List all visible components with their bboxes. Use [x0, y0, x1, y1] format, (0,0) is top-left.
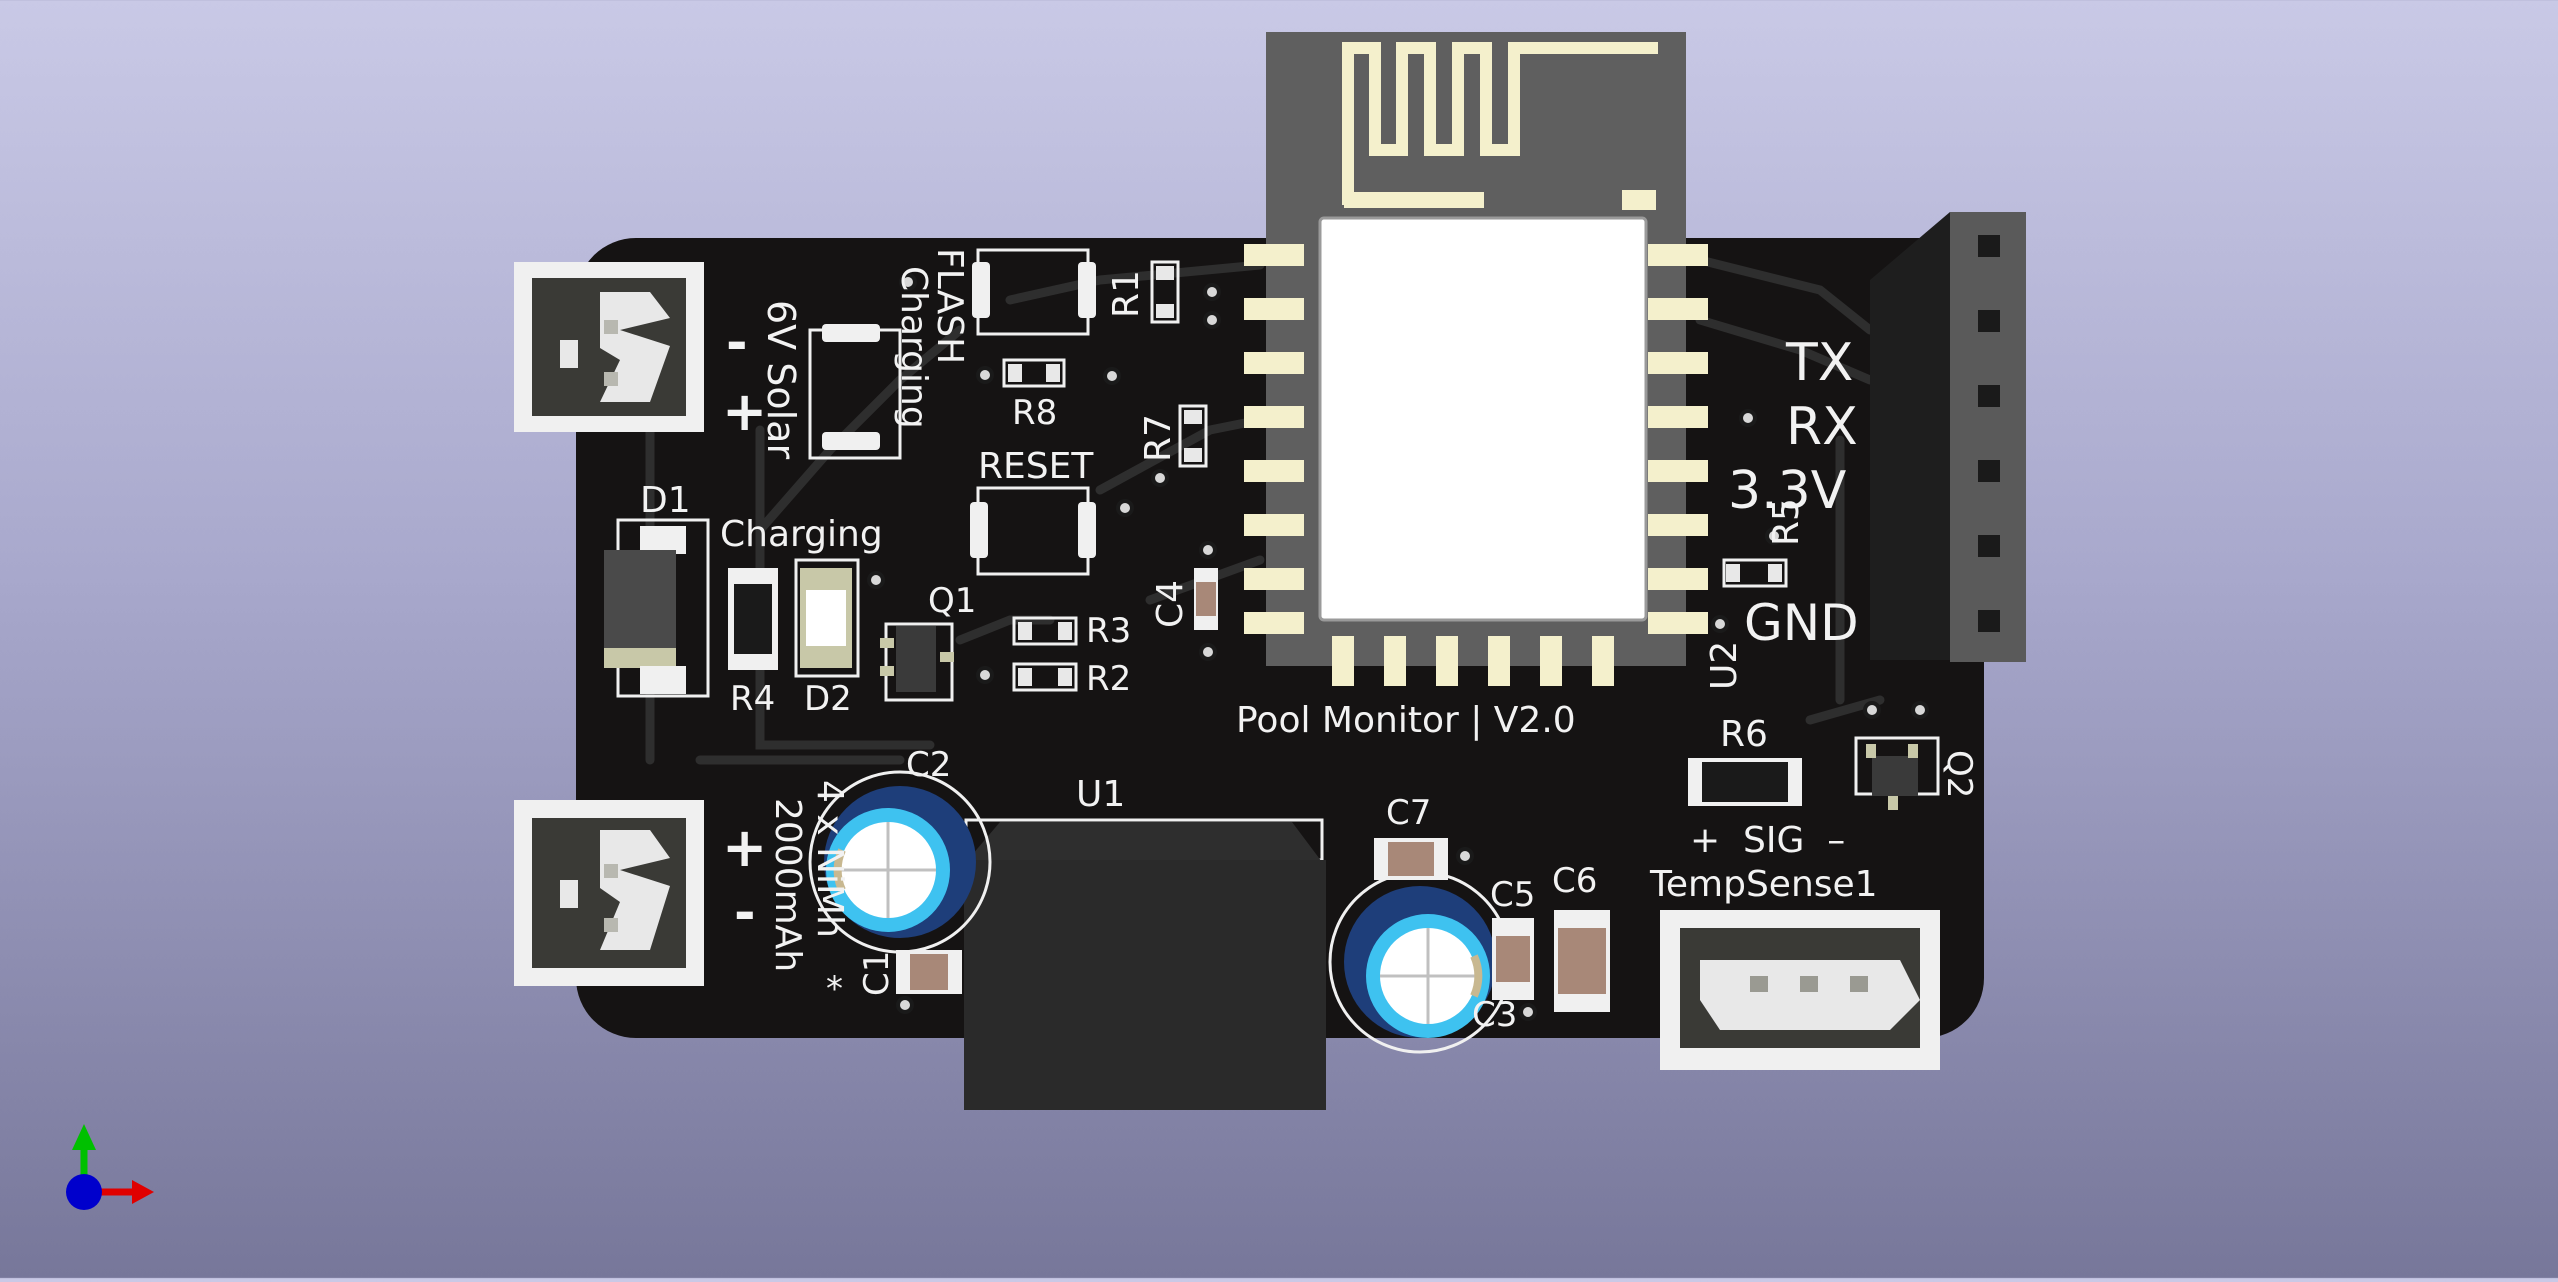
- r7-label: R7: [1138, 414, 1179, 462]
- c3-capacitor: [1328, 870, 1512, 1054]
- sig-row-label: + SIG –: [1690, 820, 1845, 861]
- c7-label: C7: [1386, 793, 1431, 833]
- c2-label: C2: [906, 745, 951, 785]
- esp-module: [1244, 32, 1708, 686]
- c5-capacitor: [1492, 918, 1534, 1000]
- r4-resistor: [728, 568, 778, 670]
- c7-capacitor: [1374, 838, 1448, 880]
- charging-vertical-label: Charging: [893, 266, 934, 429]
- battery-minus-label: -: [734, 883, 756, 943]
- module-left-pads: [1244, 244, 1304, 634]
- c2-capacitor: [808, 770, 992, 954]
- q1-transistor: [880, 622, 954, 702]
- d1-label: D1: [640, 480, 691, 521]
- y-axis-arrow-icon: [72, 1124, 96, 1150]
- r8-label: R8: [1012, 393, 1057, 433]
- flash-label: FLASH: [929, 248, 970, 364]
- r5-resistor: [1722, 558, 1788, 588]
- u1-label: U1: [1076, 774, 1125, 815]
- charging-led-top: [808, 324, 902, 460]
- r8-resistor: [1002, 358, 1066, 388]
- r6-resistor: [1688, 758, 1802, 806]
- c1-label: C1: [857, 951, 897, 996]
- battery-line2-label: 2000mAh: [767, 798, 808, 972]
- vias: [867, 273, 1929, 1021]
- r4-label: R4: [730, 679, 775, 719]
- silkscreen-labels: - + 6V Solar Charging FLASH R1 R8 R7 RES…: [640, 248, 1979, 1035]
- r7-resistor: [1178, 404, 1208, 468]
- r3-resistor: [1012, 616, 1078, 646]
- solar-plus-label: +: [722, 380, 767, 443]
- q2-transistor: [1854, 736, 1940, 810]
- q2-label: Q2: [1939, 750, 1979, 798]
- pin-header-j: [1870, 212, 2026, 662]
- d2-led: [794, 558, 860, 678]
- c6-label: C6: [1552, 861, 1597, 901]
- c3-label: C3: [1472, 995, 1517, 1035]
- c5-label: C5: [1490, 875, 1535, 915]
- x-axis-arrow-icon: [132, 1180, 154, 1204]
- u2-label: U2: [1704, 641, 1745, 690]
- r1-label: R1: [1106, 270, 1147, 318]
- c4-capacitor: [1194, 568, 1218, 630]
- battery-plus-label: +: [722, 816, 767, 879]
- c6-capacitor: [1554, 910, 1610, 1012]
- d2-label: D2: [804, 679, 852, 719]
- r5-label: R5: [1766, 498, 1807, 546]
- c1-capacitor: [896, 950, 962, 994]
- c4-label: C4: [1150, 580, 1191, 628]
- tempsense-label: TempSense1: [1649, 864, 1878, 905]
- solar-minus-label: -: [726, 313, 748, 373]
- board-title: Pool Monitor | V2.0: [1236, 700, 1576, 741]
- r2-label: R2: [1086, 659, 1131, 699]
- tx-label: TX: [1785, 333, 1853, 393]
- antenna-trace: [1342, 42, 1658, 205]
- star-label: *: [826, 969, 843, 1009]
- module-right-pads: [1648, 244, 1708, 634]
- axis-gizmo[interactable]: [66, 1124, 154, 1210]
- reset-button: [970, 486, 1096, 576]
- r1-resistor: [1150, 260, 1180, 324]
- r6-label: R6: [1720, 714, 1768, 755]
- v33-label: 3.3V: [1728, 461, 1847, 521]
- module-bottom-pads: [1332, 636, 1614, 686]
- gnd-label: GND: [1744, 594, 1859, 652]
- r2-resistor: [1012, 662, 1078, 692]
- rx-label: RX: [1786, 397, 1858, 457]
- d1-diode: [604, 518, 710, 698]
- u1-regulator: [964, 818, 1326, 1110]
- charging-label: Charging: [720, 514, 883, 555]
- battery-line1-label: 4 x NiMh: [809, 780, 850, 938]
- reset-label: RESET: [978, 446, 1094, 487]
- solar-label: 6V Solar: [759, 300, 803, 459]
- q1-label: Q1: [928, 581, 976, 621]
- flash-button: [972, 248, 1096, 336]
- battery-connector: [514, 800, 704, 986]
- r3-label: R3: [1086, 611, 1131, 651]
- solar-connector: [514, 262, 704, 432]
- z-axis-icon: [66, 1174, 102, 1210]
- tempsense-connector: [1660, 910, 1940, 1070]
